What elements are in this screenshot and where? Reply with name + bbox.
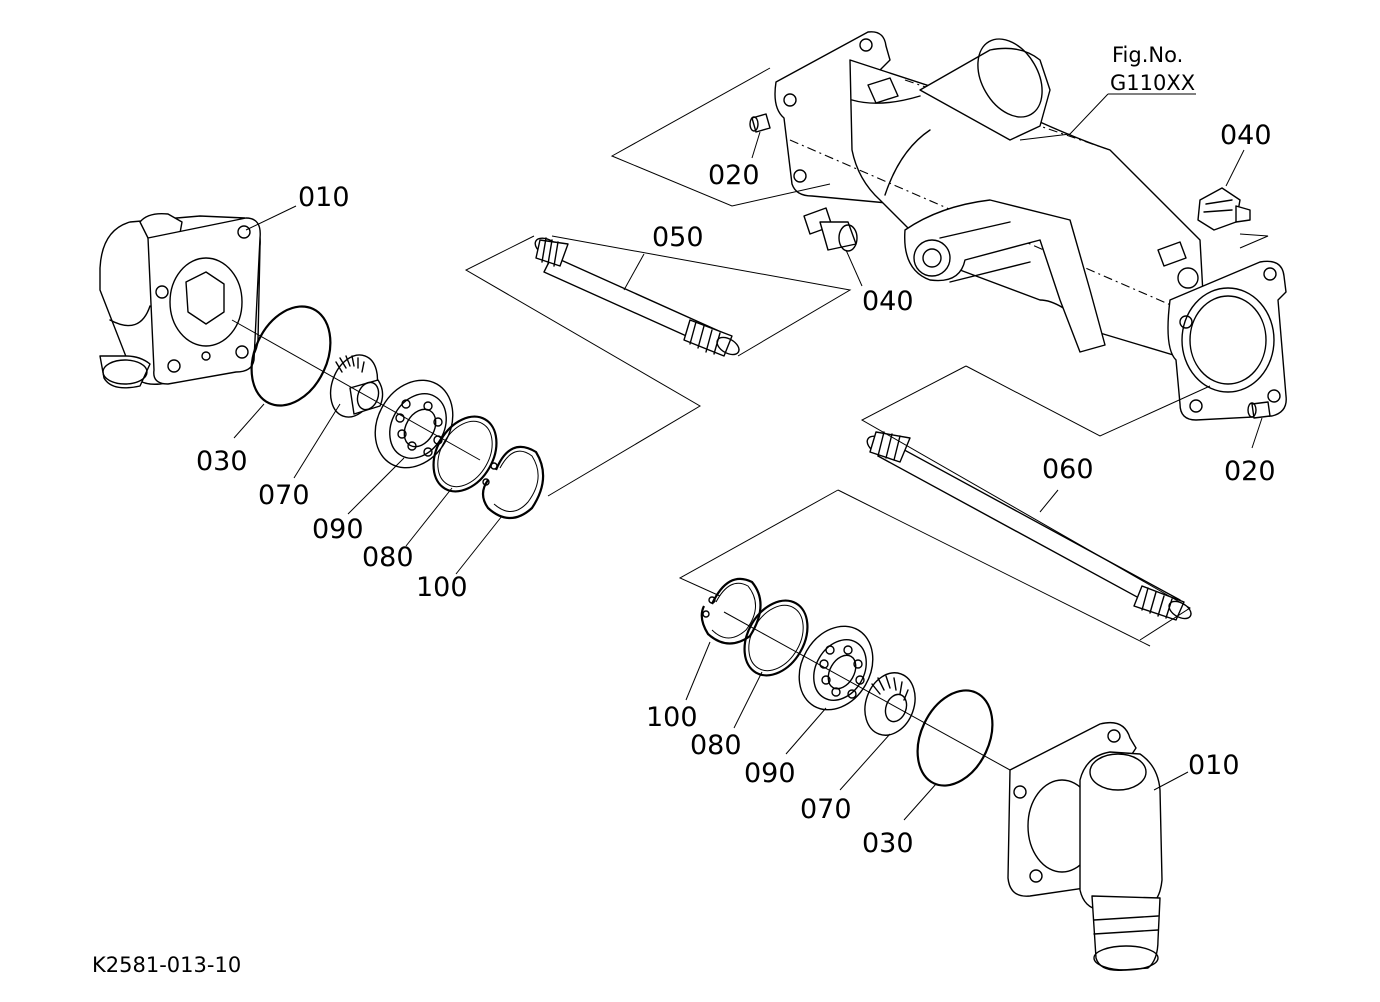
- callout-010-right: 010: [1188, 750, 1240, 781]
- fig-no-label: Fig.No.: [1112, 43, 1183, 67]
- callout-060: 060: [1042, 454, 1094, 485]
- bevel-housing-010-right: [1007, 721, 1163, 971]
- callout-020-top: 020: [708, 160, 760, 191]
- callout-090-left: 090: [312, 514, 364, 545]
- callout-040-right: 040: [1220, 120, 1272, 151]
- fig-no-value: G110XX: [1110, 71, 1195, 95]
- callout-100-left: 100: [416, 572, 468, 603]
- callout-090-right: 090: [744, 758, 796, 789]
- snap-ring-100-right: [700, 577, 762, 645]
- callout-010-left: 010: [298, 182, 350, 213]
- shaft-060: [866, 431, 1192, 621]
- plug-040-right: [1197, 187, 1251, 231]
- callout-050: 050: [652, 222, 704, 253]
- callout-080-right: 080: [690, 730, 742, 761]
- callout-070-left: 070: [258, 480, 310, 511]
- axle-housing: [774, 31, 1287, 421]
- assembly-lines: [231, 67, 1269, 771]
- callout-100-right: 100: [646, 702, 698, 733]
- leader-lines: [233, 131, 1263, 821]
- callout-080-left: 080: [362, 542, 414, 573]
- callout-020-right: 020: [1224, 456, 1276, 487]
- shim-080-right: [743, 599, 809, 677]
- plug-040-middle: [803, 207, 858, 252]
- bevel-gear-070-left: [329, 354, 384, 418]
- o-ring-030-right: [916, 689, 994, 787]
- bevel-housing-010-left: [99, 212, 261, 389]
- callout-070-right: 070: [800, 794, 852, 825]
- callout-030-left: 030: [196, 446, 248, 477]
- callout-labels: 010 030 070 090 080 100 050 020 040 040 …: [92, 43, 1276, 977]
- shim-080-left: [432, 415, 498, 493]
- drawing-reference-code: K2581-013-10: [92, 953, 241, 977]
- snap-ring-100-left: [481, 445, 545, 520]
- callout-040-middle: 040: [862, 286, 914, 317]
- callout-030-right: 030: [862, 828, 914, 859]
- ball-bearing-090-right: [798, 625, 874, 711]
- shaft-050: [534, 237, 740, 357]
- pin-020-right: [1247, 401, 1271, 419]
- pin-020-top: [749, 113, 771, 133]
